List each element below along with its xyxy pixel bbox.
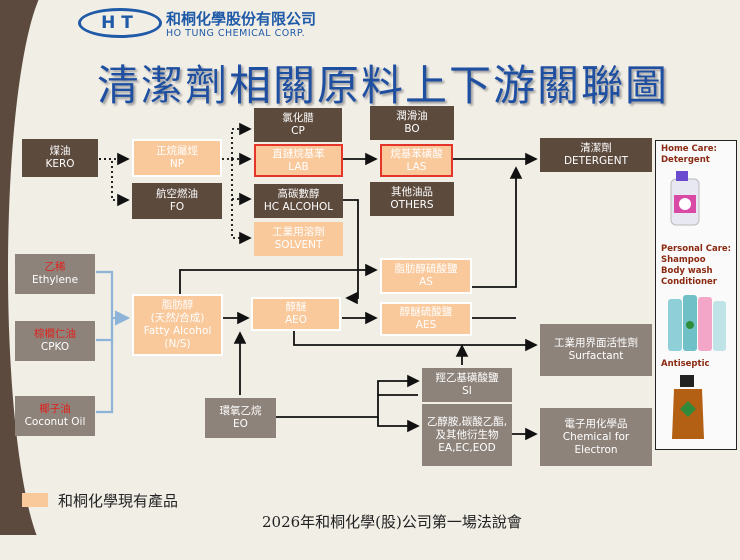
node-solvent-en: SOLVENT [274,239,323,251]
node-as: 脂肪醇硫酸鹽 AS [380,258,472,294]
legend-label: 和桐化學現有產品 [58,492,179,510]
detergent-bottle-image [670,171,700,226]
node-solvent: 工業用溶劑 SOLVENT [254,222,343,256]
node-fo: 航空燃油 FO [132,183,222,219]
legend-swatch [22,493,48,507]
node-fo-en: FO [169,201,185,213]
node-eo-en: EO [233,418,248,430]
node-las-cn: 烷基苯磺酸 [390,147,443,160]
node-bo-en: BO [404,123,420,135]
node-others-en: OTHERS [390,199,434,211]
node-cpko-en: CPKO [40,341,70,353]
node-si-cn: 羥乙基磺酸鹽 [435,372,499,384]
node-electron: 電子用化學品 Chemical for Electron [540,408,652,466]
node-ethylene-cn: 乙稀 [44,261,66,273]
node-ea-cn2: 及其他衍生物 [435,428,499,441]
connector-lines [96,122,538,441]
node-fatty-alcohol: 脂肪醇 (天然/合成) Fatty Alcohol (N/S) [132,294,223,356]
node-cp: 氯化腊 CP [254,108,342,142]
personal-care-item-3: Conditioner [661,277,717,287]
node-eo: 環氧乙烷 EO [205,398,276,438]
footer-caption: 2026年和桐化學(股)公司第一場法說會 [262,513,522,531]
node-surfactant-en: Surfactant [568,350,624,362]
node-fatty-cn2: (天然/合成) [150,312,205,324]
node-ea: 乙醇胺,碳酸乙酯, 及其他衍生物 EA,EC,EOD [422,404,512,466]
node-electron-cn: 電子用化學品 [564,417,628,430]
node-cpko-cn: 棕櫚仁油 [34,328,76,340]
node-fatty-en: Fatty Alcohol [143,325,212,337]
node-as-cn: 脂肪醇硫酸鹽 [394,263,458,275]
node-surfactant: 工業用界面活性劑 Surfactant [540,324,652,376]
node-cp-cn: 氯化腊 [282,112,314,124]
node-kero-cn: 煤油 [49,145,71,157]
node-ethylene: 乙稀 Ethylene [15,254,95,294]
node-kero-en: KERO [45,158,75,170]
node-aes-cn: 醇醚硫酸鹽 [399,306,453,318]
home-care-item: Detergent [661,155,710,165]
node-hc-alcohol: 高碳數醇 HC ALCOHOL [254,184,343,218]
node-fatty-cn: 脂肪醇 [161,299,194,311]
node-electron-en2: Electron [574,443,618,456]
node-solvent-cn: 工業用溶劑 [272,226,325,238]
node-detergent-cn: 清潔劑 [580,142,612,154]
node-bo-cn: 潤滑油 [396,110,428,122]
logo-mark: HT [78,8,162,38]
node-np-cn: 正烷屬烴 [156,145,198,157]
node-las: 烷基苯磺酸 LAS [380,144,453,177]
node-lab: 直鏈烷基苯 LAB [254,144,343,177]
page-title: 清潔劑相關原料上下游關聯圖 [96,61,669,110]
personal-care-bottles-image [668,295,726,351]
node-ea-cn: 乙醇胺,碳酸乙酯, [426,415,508,428]
node-cp-en: CP [291,125,305,137]
node-si-en: SI [462,385,472,397]
node-kero: 煤油 KERO [22,139,98,177]
node-las-en: LAS [406,160,427,173]
personal-care-title: Personal Care: [661,244,732,254]
node-ea-en: EA,EC,EOD [438,441,496,454]
node-aeo: 醇醚 AEO [251,297,341,331]
node-aeo-cn: 醇醚 [285,301,307,313]
node-aeo-en: AEO [284,314,308,326]
node-bo: 潤滑油 BO [370,106,454,140]
personal-care-label: Personal Care: Shampoo Body wash Conditi… [661,244,731,288]
node-as-en: AS [419,276,433,288]
node-cpko: 棕櫚仁油 CPKO [15,321,95,361]
home-care-title: Home Care: [661,144,717,154]
node-others: 其他油品 OTHERS [370,182,454,216]
antiseptic-bottle-image [672,375,704,439]
company-name-en: HO TUNG CHEMICAL CORP. [166,28,306,39]
node-surfactant-cn: 工業用界面活性劑 [554,337,638,349]
antiseptic-label: Antiseptic [661,359,710,369]
node-fatty-en2: (N/S) [164,338,191,350]
node-np: 正烷屬烴 NP [132,139,222,177]
node-detergent: 清潔劑 DETERGENT [540,138,652,172]
personal-care-item-1: Shampoo [661,255,706,265]
node-lab-cn: 直鏈烷基苯 [272,147,325,160]
node-si: 羥乙基磺酸鹽 SI [422,368,512,402]
node-hc-cn: 高碳數醇 [277,188,320,200]
node-detergent-en: DETERGENT [563,155,629,167]
product-panel: Home Care: Detergent Personal Care: Sham… [655,140,737,450]
node-np-en: NP [169,158,185,170]
node-fo-cn: 航空燃油 [156,188,198,200]
node-coconut-cn: 椰子油 [39,403,71,415]
node-lab-en: LAB [288,160,309,173]
node-coconut-en: Coconut Oil [24,416,86,428]
node-aes-en: AES [415,319,437,331]
home-care-label: Home Care: Detergent [661,144,717,166]
node-eo-cn: 環氧乙烷 [219,405,262,417]
node-ethylene-en: Ethylene [31,274,79,286]
node-others-cn: 其他油品 [391,186,433,198]
node-coconut-oil: 椰子油 Coconut Oil [15,396,95,436]
node-hc-en: HC ALCOHOL [263,201,334,213]
node-electron-en: Chemical for [562,430,630,443]
node-aes: 醇醚硫酸鹽 AES [380,302,472,336]
personal-care-item-2: Body wash [661,266,713,276]
company-name-cn: 和桐化學股份有限公司 [166,10,317,28]
